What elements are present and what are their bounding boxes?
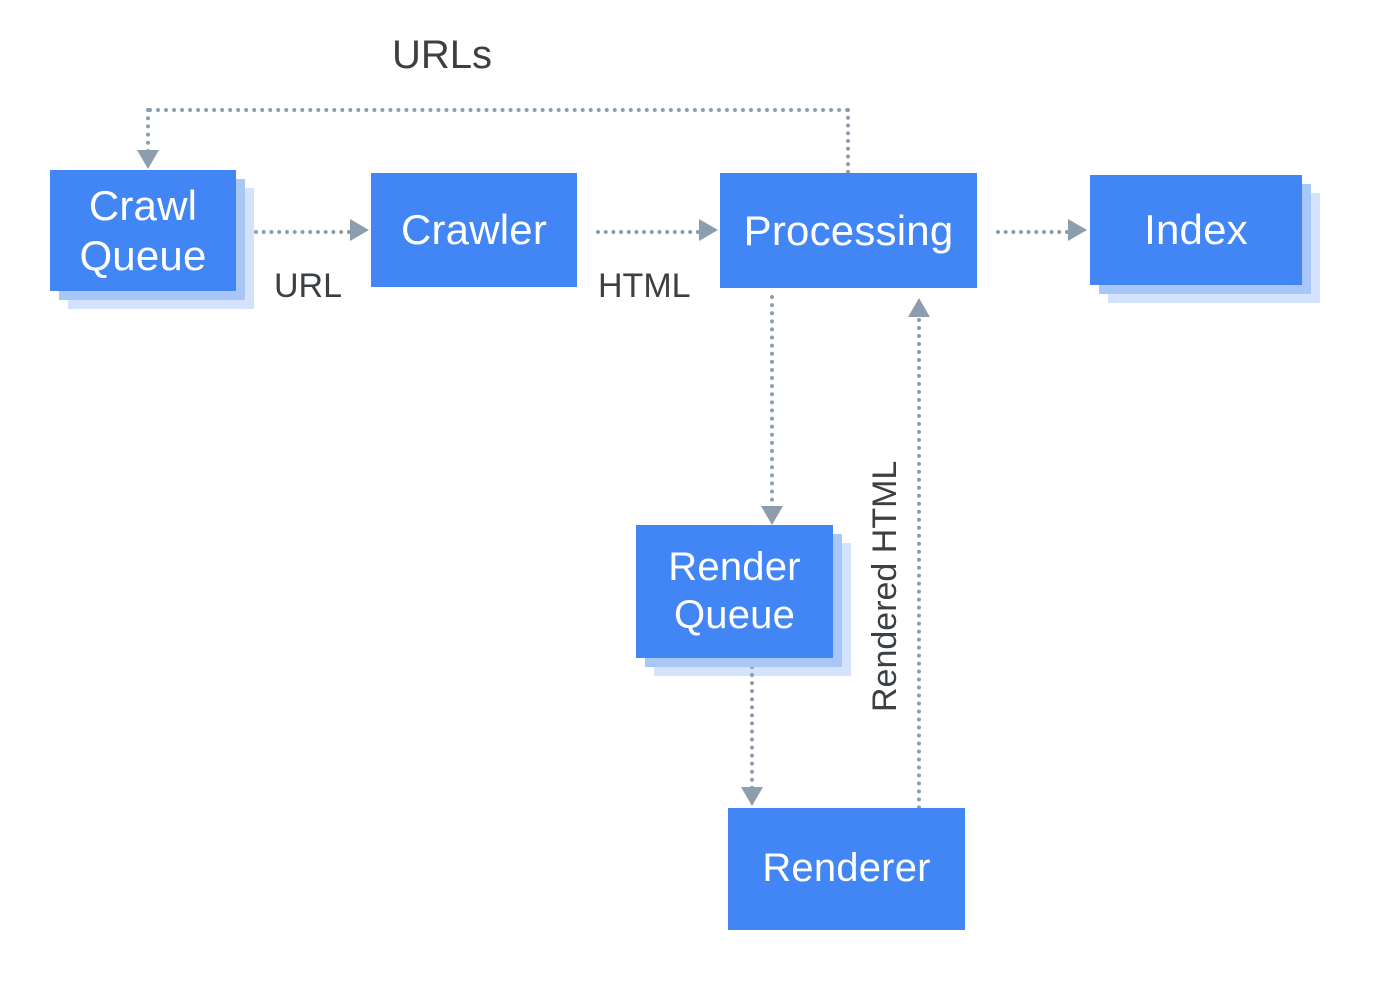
connector-crawl-queue-to-crawler	[254, 230, 351, 234]
connector-render-queue-to-renderer	[750, 665, 754, 790]
connector-processing-to-index	[996, 230, 1069, 234]
arrowhead-urls-into-crawl-queue	[137, 150, 159, 169]
node-index[interactable]: Index	[1090, 175, 1320, 303]
node-crawl-queue[interactable]: Crawl Queue	[50, 170, 254, 309]
node-crawler-face: Crawler	[371, 173, 577, 287]
connector-processing-to-urls-riser	[846, 108, 850, 174]
arrowhead-into-renderer	[741, 787, 763, 806]
node-render-queue-face: Render Queue	[636, 525, 833, 658]
node-crawler[interactable]: Crawler	[371, 173, 577, 287]
node-renderer-face: Renderer	[728, 808, 965, 930]
node-processing-label: Processing	[743, 206, 954, 254]
node-processing[interactable]: Processing	[720, 173, 977, 288]
node-renderer[interactable]: Renderer	[728, 808, 965, 930]
arrowhead-into-crawler	[350, 219, 369, 241]
connector-urls-horizontal	[148, 108, 850, 112]
node-processing-face: Processing	[720, 173, 977, 288]
connector-renderer-to-processing	[917, 318, 921, 810]
arrowhead-into-processing-from-renderer	[908, 298, 930, 317]
connector-urls-descent	[146, 108, 150, 153]
node-render-queue-label: Render Queue	[668, 545, 801, 637]
arrowhead-into-index	[1068, 219, 1087, 241]
edge-label-urls: URLs	[392, 33, 493, 77]
node-crawl-queue-label: Crawl Queue	[79, 181, 207, 279]
edge-label-rendered-html: Rendered HTML	[866, 460, 904, 712]
edge-label-url: URL	[274, 267, 343, 305]
connector-crawler-to-processing	[596, 230, 700, 234]
node-index-face: Index	[1090, 175, 1302, 285]
node-crawler-label: Crawler	[400, 206, 548, 254]
connector-processing-to-render-queue	[770, 295, 774, 510]
arrowhead-into-processing	[699, 219, 718, 241]
edge-label-html: HTML	[598, 267, 691, 305]
node-crawl-queue-face: Crawl Queue	[50, 170, 236, 291]
node-renderer-label: Renderer	[762, 846, 931, 891]
arrowhead-into-render-queue	[761, 506, 783, 525]
node-index-label: Index	[1144, 206, 1248, 254]
node-render-queue[interactable]: Render Queue	[636, 525, 851, 676]
